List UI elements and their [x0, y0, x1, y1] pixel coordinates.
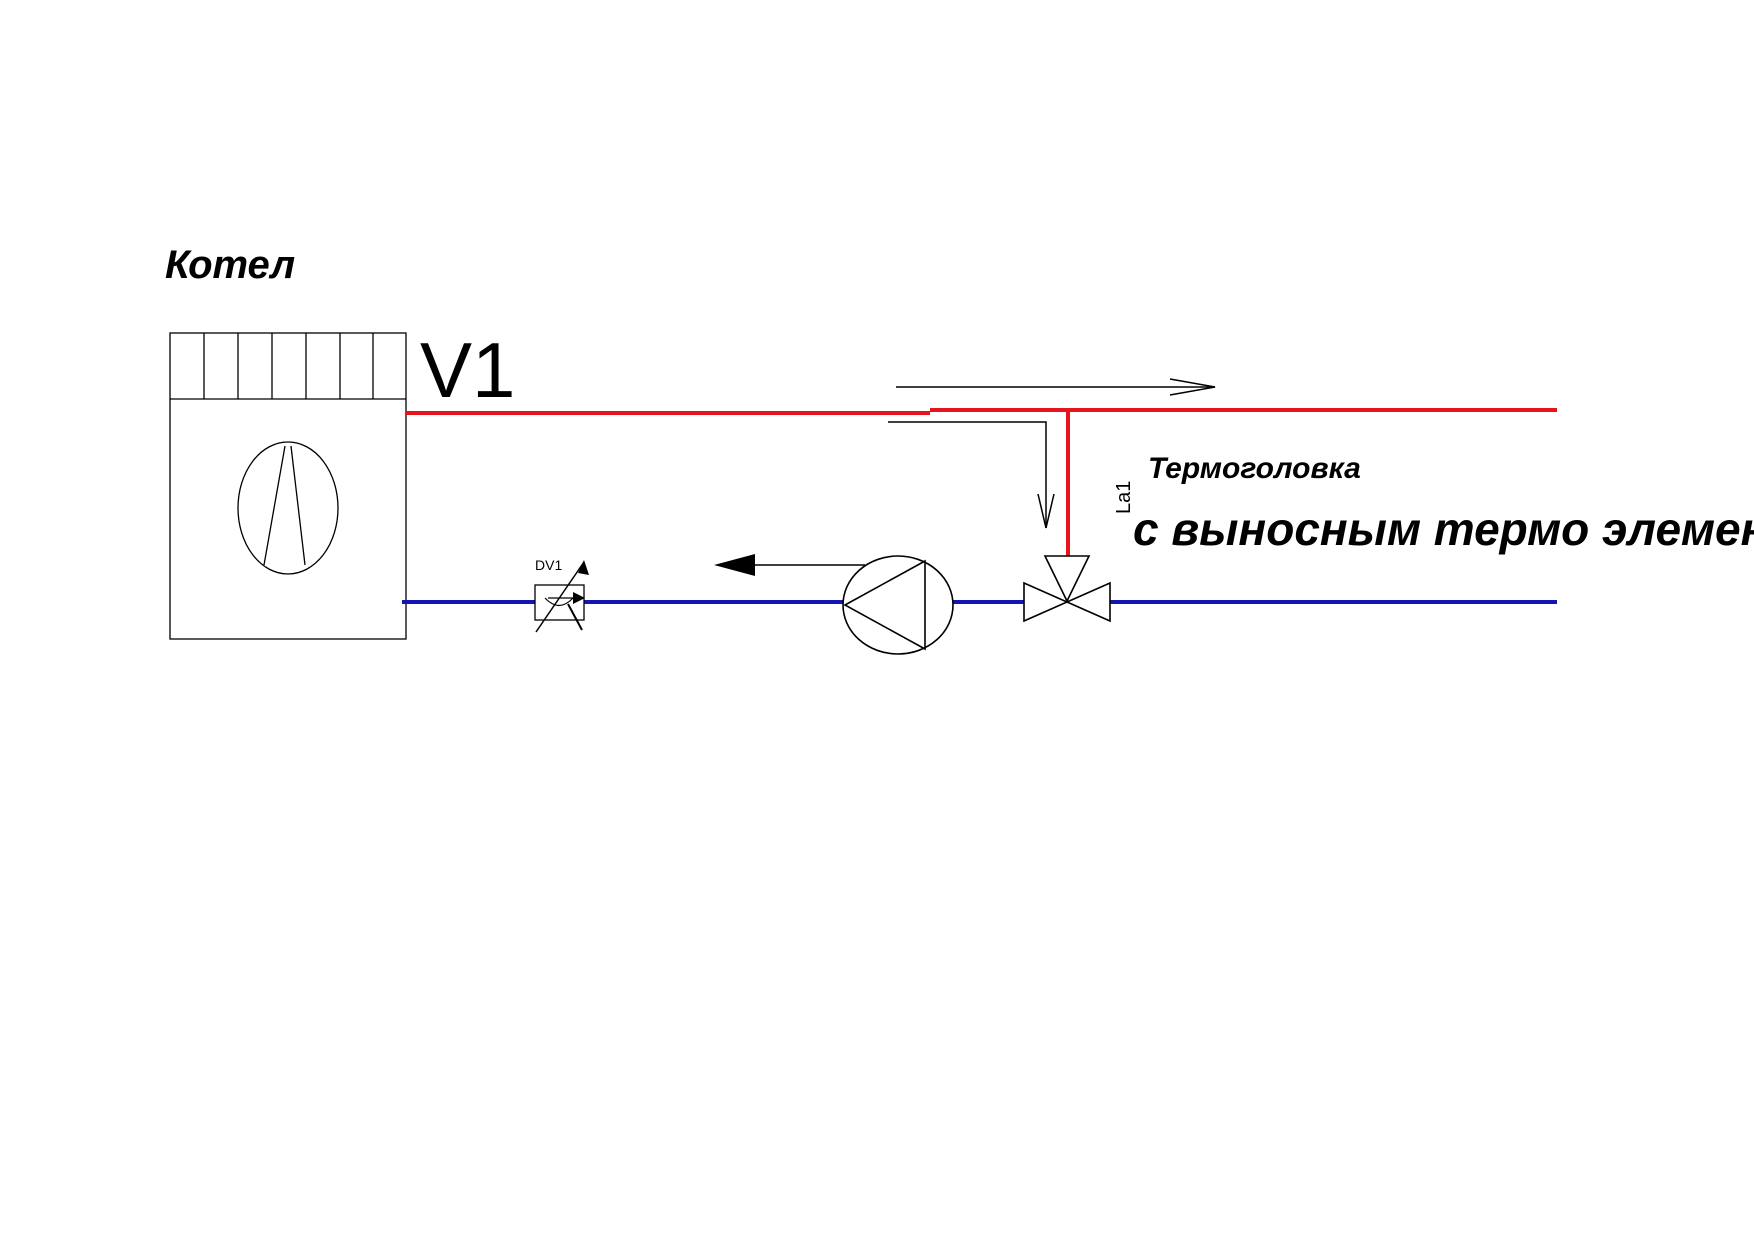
three-way-valve-icon	[1023, 555, 1111, 623]
supply-pipe	[406, 408, 1557, 556]
boiler-icon	[169, 332, 407, 640]
thermo-head-description: с выносным термо элементом	[1133, 503, 1754, 555]
valve-dv1-label: DV1	[535, 557, 562, 573]
pump-icon	[842, 555, 954, 655]
balancing-valve-icon	[534, 560, 589, 633]
flow-arrow-supply	[896, 378, 1216, 396]
sensor-la1-label: La1	[1113, 481, 1135, 514]
boiler-label: Котел	[165, 243, 295, 287]
thermo-head-label: Термоголовка	[1148, 452, 1361, 485]
flow-arrow-return	[714, 554, 865, 576]
valve-v1-label: V1	[420, 326, 515, 414]
flow-arrow-bypass	[888, 421, 1055, 529]
